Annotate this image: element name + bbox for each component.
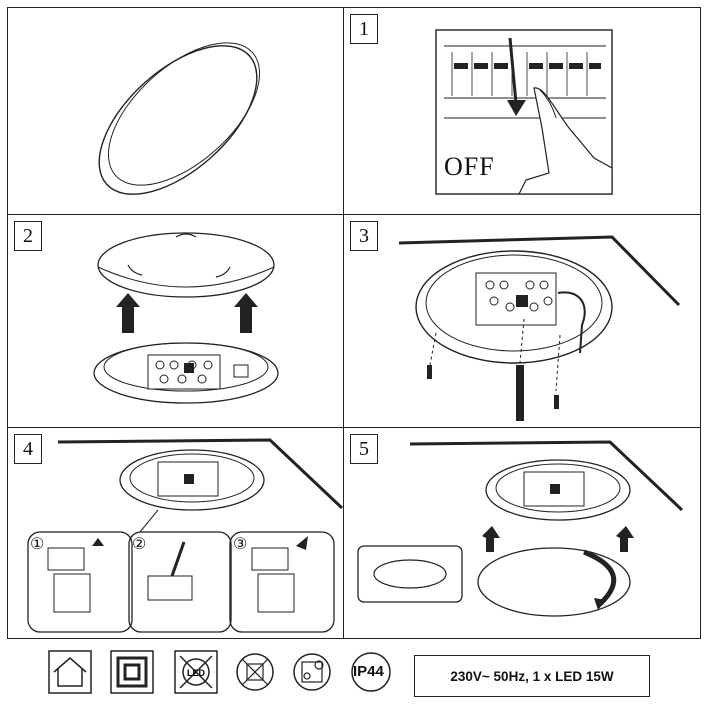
spec-label: 230V~ 50Hz, 1 x LED 15W xyxy=(414,655,650,697)
step-number: 4 xyxy=(14,434,42,464)
step-number: 1 xyxy=(350,14,378,44)
led-not-replaceable-icon: LED xyxy=(174,650,218,694)
off-label: OFF xyxy=(444,152,495,181)
ceiling-lamp-drawing xyxy=(98,42,261,195)
panel-step-4: 4 ① ② ③ xyxy=(7,427,344,639)
symbols-row: LED IP44 xyxy=(40,646,680,700)
panel-step-5: 5 xyxy=(343,427,701,639)
step-number: 2 xyxy=(14,221,42,251)
panel-product xyxy=(7,7,344,215)
led-mark: LED xyxy=(187,668,206,678)
sub-step-1: ① xyxy=(30,536,45,553)
panel-step-2: 2 xyxy=(7,214,344,428)
breaker-panel-drawing xyxy=(435,29,613,195)
no-dimmer-icon xyxy=(236,653,274,691)
attach-cover-drawing xyxy=(357,440,684,617)
step-number: 5 xyxy=(350,434,378,464)
class-ii-double-insulation-icon xyxy=(110,650,154,694)
remove-cover-drawing xyxy=(93,232,279,404)
wiring-drawing xyxy=(27,438,343,633)
sub-step-3: ③ xyxy=(233,536,248,553)
ip44-icon xyxy=(351,652,391,692)
no-sensor-icon xyxy=(293,653,331,691)
indoor-use-icon xyxy=(48,650,92,694)
ip-rating: IP44 xyxy=(353,663,384,680)
mount-base-drawing xyxy=(398,235,681,421)
sub-step-2: ② xyxy=(132,536,147,553)
panel-step-3: 3 xyxy=(343,214,701,428)
panel-step-1: 1 OFF xyxy=(343,7,701,215)
step-number: 3 xyxy=(350,221,378,251)
